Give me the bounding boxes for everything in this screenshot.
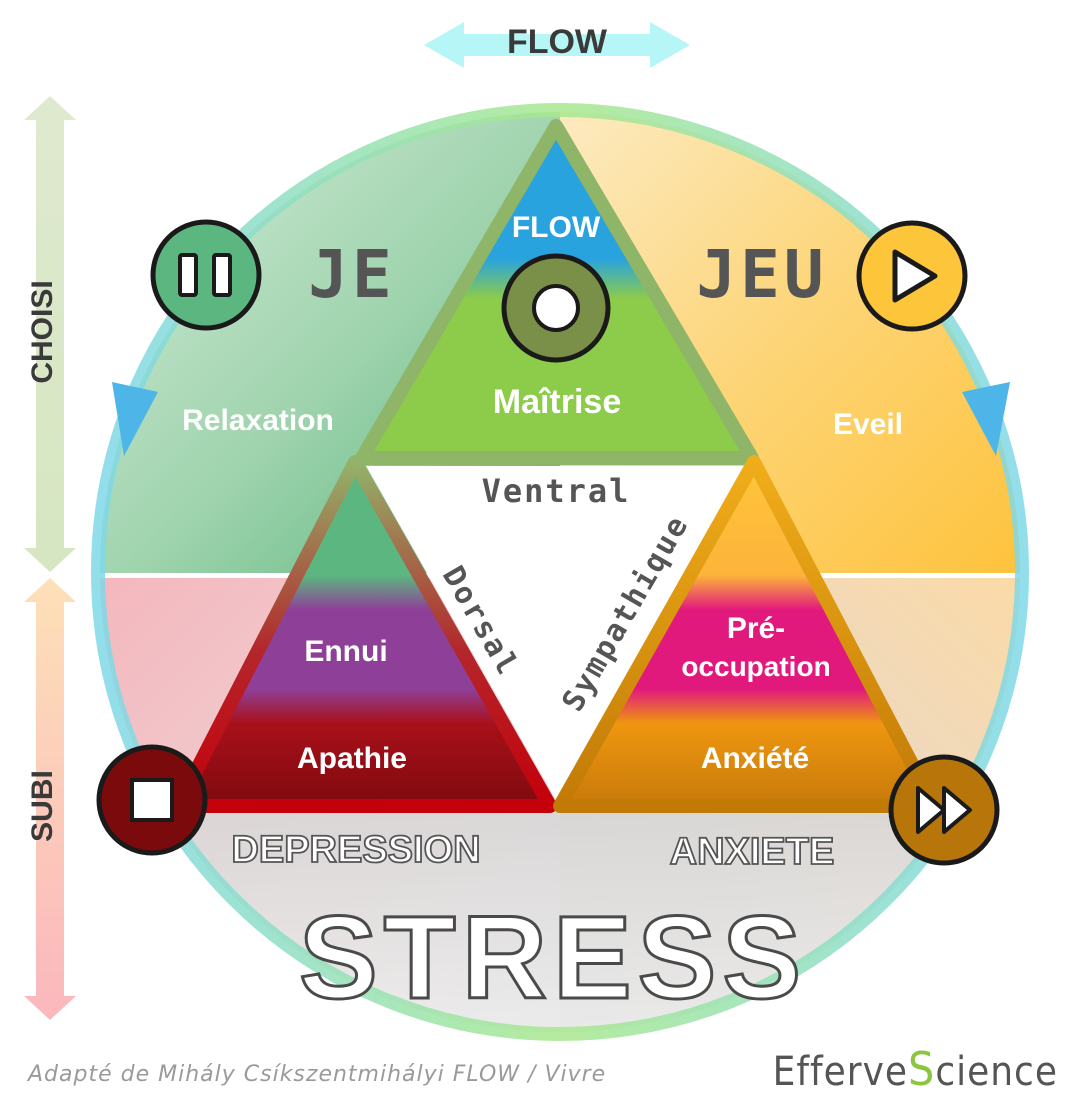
subi-axis-arrow: SUBI <box>24 578 76 1020</box>
ventral-label: Ventral <box>482 472 631 510</box>
maitrise-label: Maîtrise <box>493 383 622 421</box>
record-icon <box>501 253 611 363</box>
je-label: JE <box>308 236 395 313</box>
triangle-center <box>366 466 746 800</box>
ring-arrow-left <box>112 382 158 456</box>
stop-icon <box>96 744 208 856</box>
apathie-label: Apathie <box>297 742 407 775</box>
outer-ring <box>91 103 1029 1041</box>
ring-arrow-right <box>962 382 1010 456</box>
brand-part-a: Efferve <box>772 1049 909 1095</box>
subi-axis-label: SUBI <box>26 770 59 842</box>
relaxation-label: Relaxation <box>182 404 334 437</box>
triangle-dorsal <box>171 455 557 813</box>
brand-s: S <box>908 1042 936 1096</box>
ennui-label: Ennui <box>304 635 387 668</box>
play-icon <box>856 220 968 332</box>
flow-axis-label: FLOW <box>507 23 608 61</box>
jeu-label: JEU <box>696 236 827 313</box>
anxiete-label: Anxiété <box>701 742 809 775</box>
triangle-sympathique <box>553 455 941 813</box>
eveil-label: Eveil <box>833 408 903 441</box>
flow-axis-arrow: FLOW <box>424 22 690 68</box>
pause-icon <box>150 219 262 331</box>
stress-label: STRESS <box>299 892 807 1024</box>
brand-part-b: cience <box>935 1049 1058 1095</box>
choisi-axis-label: CHOISI <box>26 280 59 383</box>
fast-forward-icon <box>888 754 1000 866</box>
brand-logo: EfferveScience <box>773 1042 1058 1096</box>
occupation-label: occupation <box>681 651 830 682</box>
anxiete-outer-label: ANXIETE <box>670 831 835 873</box>
choisi-axis-arrow: CHOISI <box>24 96 76 572</box>
credit-text: Adapté de Mihály Csíkszentmihályi FLOW /… <box>28 1062 607 1087</box>
flow-state-label: FLOW <box>512 211 601 244</box>
pre-label: Pré- <box>727 612 785 645</box>
depression-label: DEPRESSION <box>231 829 480 871</box>
